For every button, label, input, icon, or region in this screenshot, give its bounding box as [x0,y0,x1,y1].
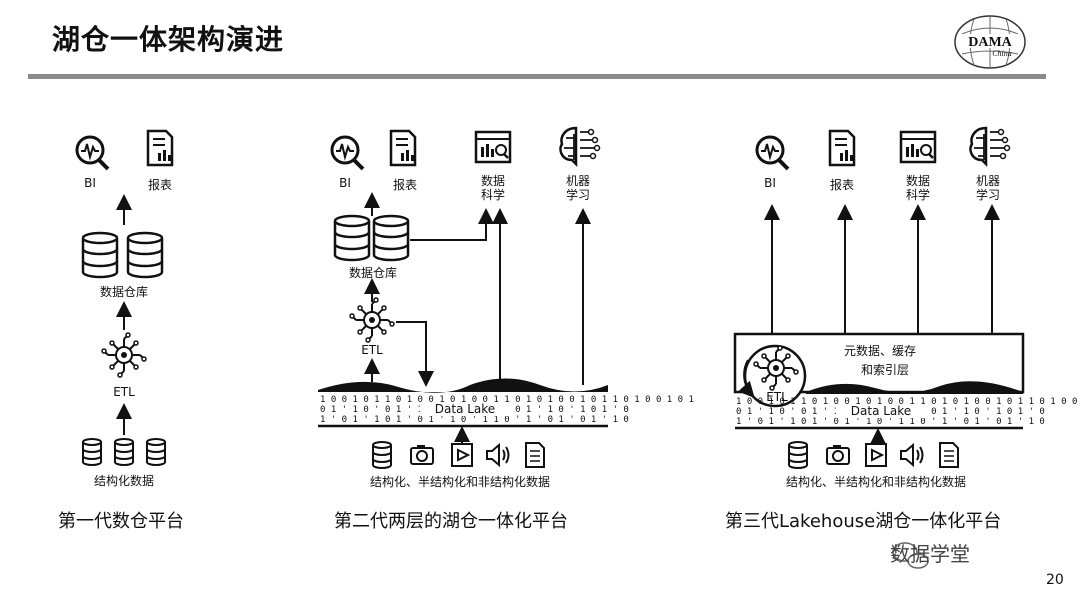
database-icon [372,214,410,262]
sources-label: 结构化、半结构化和非结构化数据 [785,475,966,489]
data-science-label-1: 数据 [905,174,930,188]
etl-loop-arrow [737,359,755,398]
svg-text:1 ' 0 1 ' 1 0 1 ' 0 1: 1 ' 0 1 ' 1 0 1 ' 0 1 ' 1 0 ' 1 1 0 ' 1 … [320,415,629,425]
machine-learning-icon [969,126,1011,166]
data-lake-label: Data Lake [420,402,510,416]
database-icon [333,214,371,262]
data-warehouse-label: 数据仓库 [348,266,397,280]
gen3-caption: 第三代Lakehouse湖仓一体化平台 [725,511,1002,532]
page-number: 20 [1046,572,1064,588]
machine-learning-label-2: 学习 [975,188,1000,202]
camera-icon [826,444,850,465]
bi-icon [75,135,110,171]
bi-label: BI [764,176,776,190]
etl-label: ETL [361,343,383,357]
etl-label: ETL [766,390,788,404]
video-icon [451,443,473,467]
report-icon [389,129,417,167]
arrow [410,208,494,241]
gen1-caption: 第一代数仓平台 [58,511,184,532]
gen1-column [75,129,174,466]
sources-label: 结构化数据 [93,474,154,488]
metadata-layer-label-2: 和索引层 [860,363,909,377]
data-science-label-2: 科学 [480,188,505,202]
bi-label: BI [84,176,96,190]
document-icon [525,442,545,468]
dama-logo: DAMA China [954,15,1026,69]
report-icon [146,129,174,167]
report-icon [828,129,856,167]
machine-learning-label-2: 学习 [565,188,590,202]
watermark: 数据学堂 [890,542,970,566]
report-label: 报表 [392,178,417,192]
svg-text:1 0 0 1 0 1 1 0 1 0 0 1 0 1 0: 1 0 0 1 0 1 1 0 1 0 0 1 0 1 0 0 1 1 0 1 … [736,397,1080,407]
database-icon [372,441,392,469]
svg-text:China: China [992,49,1012,58]
data-science-icon [899,130,937,164]
metadata-layer-label-1: 元数据、缓存 [843,344,916,358]
etl-icon [101,332,147,378]
gen2-caption: 第二代两层的湖仓一体化平台 [334,511,568,532]
bi-icon [755,135,790,171]
machine-learning-label-1: 机器 [565,174,590,188]
wechat-icon [892,542,929,569]
sources-label: 结构化、半结构化和非结构化数据 [369,475,550,489]
machine-learning-icon [559,126,601,166]
data-science-label-2: 科学 [905,188,930,202]
svg-text:1 ' 0 1 ' 1 0 1 ' 0 1: 1 ' 0 1 ' 1 0 1 ' 0 1 ' 1 0 ' 1 1 0 ' 1 … [736,417,1045,427]
camera-icon [410,444,434,465]
data-science-label-1: 数据 [480,174,505,188]
bi-label: BI [339,176,351,190]
database-icon [126,231,164,279]
arrow [396,321,434,387]
lake-wave [806,381,1023,394]
report-label: 报表 [829,178,854,192]
machine-learning-label-1: 机器 [975,174,1000,188]
data-lake-label: Data Lake [836,404,926,418]
database-icon [82,438,102,466]
database-icon [146,438,166,466]
svg-text:DAMA: DAMA [968,35,1012,50]
database-icon [788,441,808,469]
bi-icon [330,135,365,171]
database-icon [114,438,134,466]
audio-icon [900,444,924,466]
page-title: 湖仓一体架构演进 [52,23,285,56]
document-icon [939,442,959,468]
data-science-icon [474,130,512,164]
title-divider [28,74,1046,79]
svg-text:1 0 0 1 0 1 1 0 1 0 0 1 0 1 0: 1 0 0 1 0 1 1 0 1 0 0 1 0 1 0 0 1 1 0 1 … [320,395,694,405]
lake-wave [318,378,608,393]
data-warehouse-label: 数据仓库 [99,285,148,299]
etl-label: ETL [113,385,135,399]
report-label: 报表 [147,178,172,192]
audio-icon [486,444,510,466]
database-icon [81,231,119,279]
video-icon [865,443,887,467]
etl-icon [349,297,395,343]
